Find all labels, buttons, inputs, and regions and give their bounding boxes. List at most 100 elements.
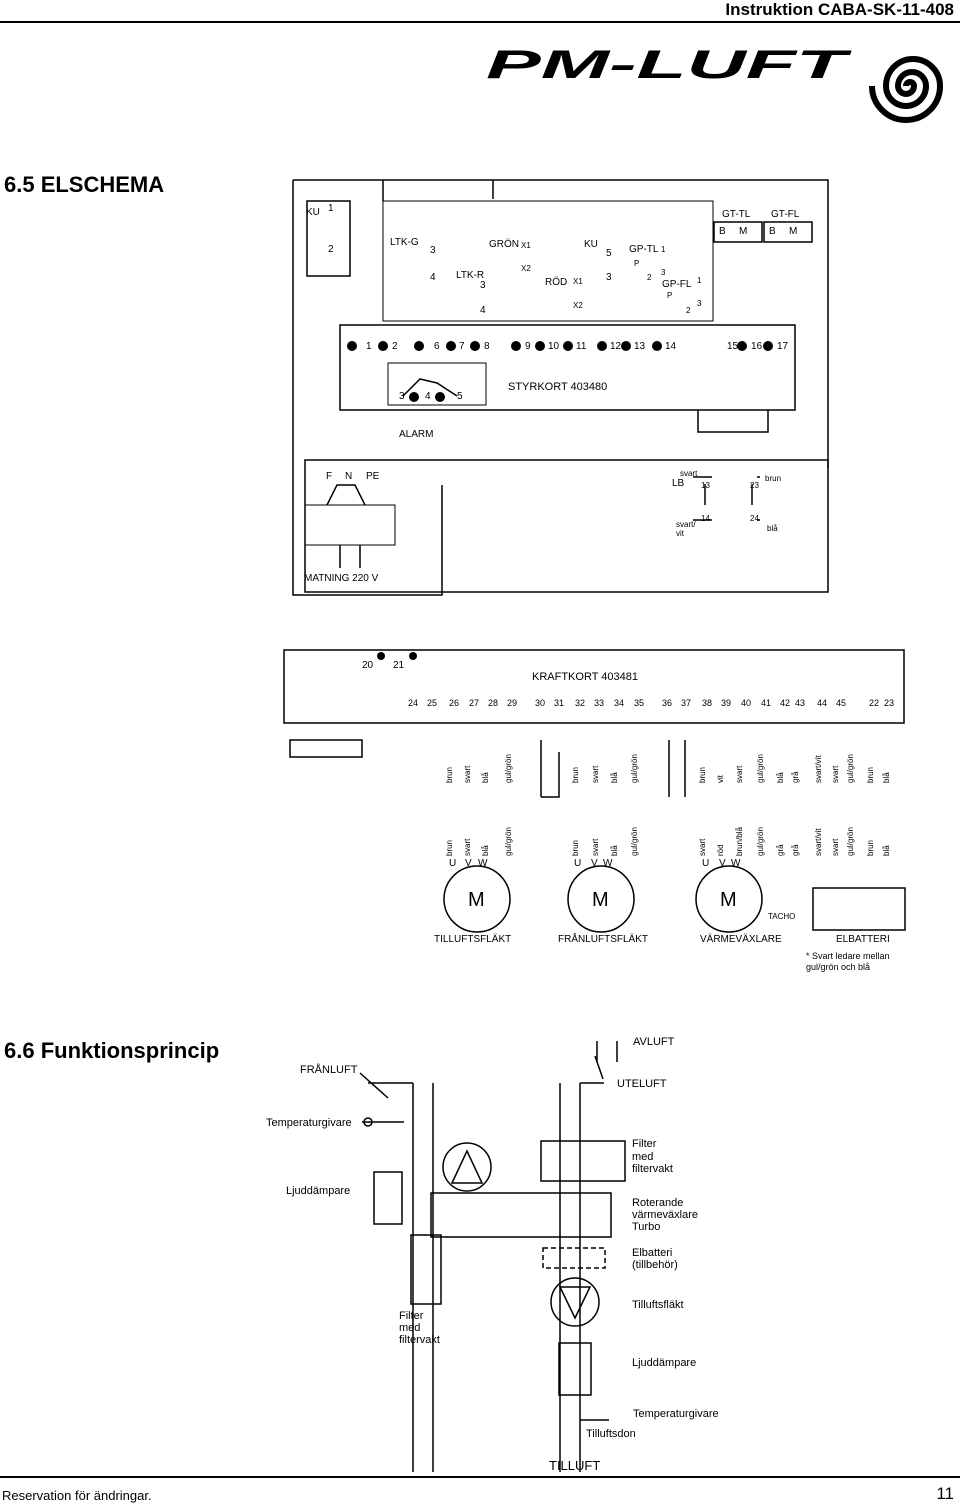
lb-wire-svartvit: svart/: [676, 520, 696, 529]
ltk-r-label: LTK-R: [456, 270, 484, 281]
gt-tl-b: B: [719, 226, 726, 237]
ku2-3: 3: [606, 272, 612, 283]
kraft-terminal-label: 43: [795, 698, 805, 708]
wire-color-top: gul/grön: [630, 754, 639, 783]
tilluftsflakt-label: Tilluftsfläkt: [632, 1299, 684, 1311]
gp-fl-2: 2: [686, 306, 691, 315]
kraft-terminal-label: 24: [408, 698, 418, 708]
temperaturgivare-2-label: Temperaturgivare: [633, 1408, 719, 1420]
terminal-label: 14: [665, 341, 677, 352]
wire-color-top: vit: [716, 774, 725, 783]
kraft-terminal-label: 44: [817, 698, 827, 708]
gt-tl-m: M: [739, 226, 747, 237]
wire-color-top: svart: [831, 765, 840, 783]
varmevaxlare-label: VÄRMEVÄXLARE: [700, 933, 782, 945]
terminal-label: 11: [576, 341, 587, 352]
tacho-label: TACHO: [768, 912, 795, 921]
control-card-terminals: 1 2 6 7 8 9 10 11 12 13 14 15 16 17: [366, 341, 789, 352]
logo-wordmark: PM-LUFT: [486, 43, 853, 87]
wire-color-top: gul/grön: [504, 754, 513, 783]
styrkort-label: STYRKORT 403480: [508, 381, 607, 393]
supply-terminal-pe: PE: [366, 471, 380, 482]
motor-3-w: W: [731, 858, 741, 869]
franluftsflakt-label: FRÅNLUFTSFLÄKT: [558, 932, 648, 945]
filter-right-line-3: filtervakt: [632, 1163, 673, 1175]
wire-color-top: gul/grön: [756, 754, 765, 783]
filter-left-line-3: filtervakt: [399, 1334, 440, 1346]
kraft-terminal-label: 28: [488, 698, 498, 708]
alarm-terminal-5: 5: [457, 391, 463, 402]
wire-color-bottom: grå: [791, 844, 800, 856]
kraft-terminal-21: 21: [393, 660, 405, 671]
kraft-terminal-label: 27: [469, 698, 479, 708]
alarm-terminal-4: 4: [425, 391, 431, 402]
filter-left-line-1: Filter: [399, 1310, 424, 1322]
wire-color-top: svart: [735, 765, 744, 783]
kraft-terminal-20: 20: [362, 660, 374, 671]
motor-2-symbol: M: [592, 889, 609, 911]
kraft-terminal-label: 29: [507, 698, 517, 708]
kraft-terminal-label: 32: [575, 698, 585, 708]
kraftkort-label: KRAFTKORT 403481: [532, 671, 638, 683]
ltk-g-label: LTK-G: [390, 237, 419, 248]
gp-fl-1: 1: [697, 276, 702, 285]
motor-1-v: V: [465, 858, 472, 869]
motor-1-w: W: [478, 858, 488, 869]
motor-3-u: U: [702, 858, 709, 869]
gt-tl-label: GT-TL: [722, 209, 751, 220]
wire-color-bottom: brun: [866, 840, 875, 856]
terminal-label: 1: [366, 341, 372, 352]
franluft-label: FRÅNLUFT: [300, 1063, 358, 1076]
ku1-contact-2: 2: [328, 244, 334, 255]
kraft-terminal-label: 35: [634, 698, 644, 708]
motor-3-symbol: M: [720, 889, 737, 911]
gp-tl-label: GP-TL: [629, 244, 659, 255]
wire-color-bottom: svart: [463, 838, 472, 856]
filter-right-line-2: med: [632, 1151, 653, 1163]
wire-color-bottom: grå: [776, 844, 785, 856]
terminal-label: 7: [459, 341, 465, 352]
kraft-terminal-label: 33: [594, 698, 604, 708]
lb-24: 24: [750, 514, 759, 523]
gp-tl-1: 1: [661, 245, 666, 254]
wire-color-top: svart: [463, 765, 472, 783]
gp-tl-p: P: [634, 259, 639, 268]
terminal-label: 10: [548, 341, 560, 352]
kraft-terminal-label: 40: [741, 698, 751, 708]
wire-color-bottom: brun: [445, 840, 454, 856]
footer-rule: [0, 1476, 960, 1478]
wire-color-top: brun: [571, 767, 580, 783]
motor-2-v: V: [591, 858, 598, 869]
wire-color-top: blå: [882, 772, 891, 783]
section-title-funktionsprincip: 6.6 Funktionsprincip: [4, 1038, 220, 1063]
kraft-terminal-label: 45: [836, 698, 846, 708]
note-line-1: * Svart ledare mellan: [806, 951, 890, 961]
lb-23: 23: [750, 481, 759, 490]
gp-fl-p: P: [667, 291, 672, 300]
motor-3-v: V: [719, 858, 726, 869]
kraft-terminal-label: 34: [614, 698, 624, 708]
header-rule: [0, 21, 960, 23]
kraft-terminal-label: 36: [662, 698, 672, 708]
kraft-terminal-label: 23: [884, 698, 894, 708]
wire-color-bottom: röd: [716, 844, 725, 856]
wire-color-top: svart/vit: [814, 755, 823, 783]
ku1-contact-1: 1: [328, 203, 334, 214]
matning-label: MATNING 220 V: [304, 573, 379, 584]
terminal-label: 9: [525, 341, 531, 352]
wire-color-bottom: gul/grön: [846, 827, 855, 856]
gp-tl-3: 3: [661, 268, 666, 277]
temperaturgivare-label: Temperaturgivare: [266, 1117, 352, 1129]
elbatteri-label: ELBATTERI: [836, 934, 890, 945]
gp-fl-3: 3: [697, 299, 702, 308]
note-line-2: gul/grön och blå: [806, 962, 870, 972]
alarm-terminal-3: 3: [399, 391, 405, 402]
kraft-terminal-label: 22: [869, 698, 879, 708]
wire-color-bottom: gul/grön: [630, 827, 639, 856]
kraft-terminal-label: 39: [721, 698, 731, 708]
wire-color-bottom: svart: [591, 838, 600, 856]
gt-fl-m: M: [789, 226, 797, 237]
page-header: Instruktion CABA-SK-11-408: [0, 0, 960, 20]
terminal-label: 16: [751, 341, 763, 352]
